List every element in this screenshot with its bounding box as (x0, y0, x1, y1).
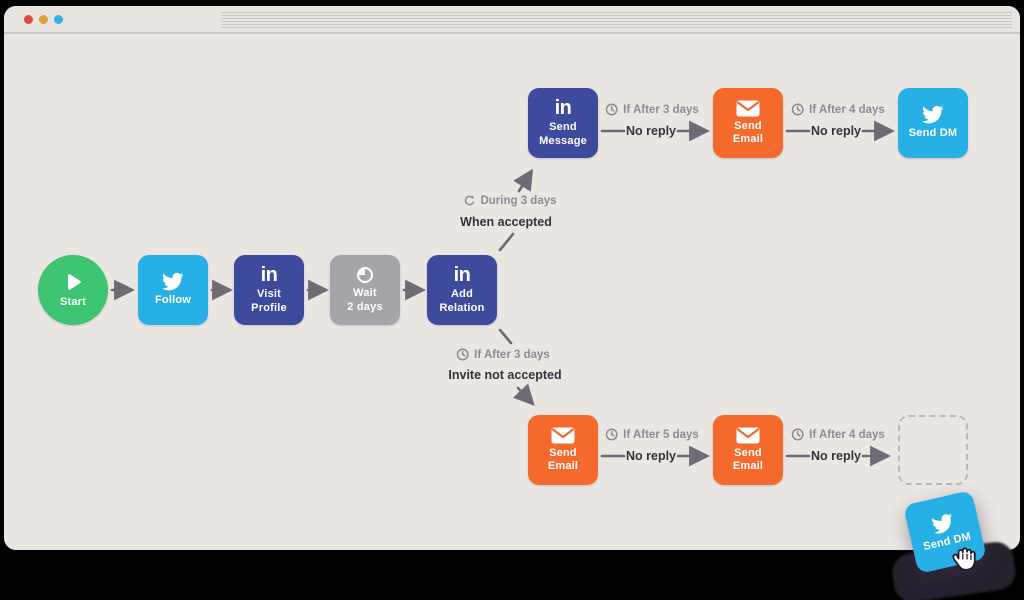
status-no-reply: No reply (625, 124, 677, 138)
condition-if-after-3-days-bottom: If After 3 days (456, 348, 550, 361)
condition-label: If After 4 days (809, 103, 885, 116)
grab-cursor-icon (948, 541, 982, 582)
condition-label: If After 3 days (623, 103, 699, 116)
condition-during-3-days: During 3 days (463, 195, 557, 207)
linkedin-icon: in (453, 264, 471, 287)
close-window-icon[interactable] (24, 15, 33, 24)
clock-icon (605, 103, 618, 116)
status-no-reply: No reply (810, 124, 862, 138)
twitter-icon (922, 106, 944, 124)
titlebar-pinstripes-decoration (222, 12, 1012, 29)
status-no-reply: No reply (810, 449, 862, 463)
add-relation-node[interactable]: in Add Relation (427, 255, 497, 325)
minimize-window-icon[interactable] (39, 15, 48, 24)
send-dm-card-dragging[interactable]: Send DM (903, 490, 987, 574)
node-label: Send Email (732, 446, 764, 472)
repeat-icon (464, 195, 475, 206)
send-dm-node-top[interactable]: Send DM (898, 88, 968, 158)
follow-node[interactable]: Follow (138, 255, 208, 325)
condition-if-after-4-days-bottom: If After 4 days (791, 428, 885, 441)
node-label: Send Message (539, 121, 587, 147)
condition-label: If After 4 days (809, 428, 885, 441)
send-email-node-top[interactable]: Send Email (713, 88, 783, 158)
window-titlebar (4, 6, 1020, 34)
status-no-reply: No reply (625, 449, 677, 463)
linkedin-icon: in (554, 97, 572, 120)
branch-title-invite-not-accepted: Invite not accepted (448, 368, 562, 382)
node-label: Send Email (732, 119, 764, 145)
send-email-node-bottom-2[interactable]: Send Email (713, 415, 783, 485)
visit-profile-node[interactable]: in Visit Profile (234, 255, 304, 325)
start-node[interactable]: Start (38, 255, 108, 325)
node-label: Wait 2 days (347, 287, 383, 313)
linkedin-icon: in (260, 264, 278, 287)
condition-label: During 3 days (480, 195, 557, 207)
branch-title-when-accepted: When accepted (460, 215, 552, 229)
twitter-icon (931, 513, 952, 534)
expand-window-icon[interactable] (54, 15, 63, 24)
node-label: Visit Profile (251, 288, 287, 314)
node-label: Start (59, 295, 87, 308)
send-email-node-bottom-1[interactable]: Send Email (528, 415, 598, 485)
traffic-lights (24, 15, 63, 24)
clock-icon (791, 428, 804, 441)
wait-node[interactable]: Wait 2 days (330, 255, 400, 325)
condition-if-after-3-days: If After 3 days (605, 103, 699, 116)
condition-if-after-5-days: If After 5 days (605, 428, 699, 441)
envelope-icon (551, 427, 575, 444)
node-label: Add Relation (439, 288, 485, 314)
envelope-icon (736, 427, 760, 444)
node-label: Follow (154, 294, 192, 307)
clock-icon (456, 348, 469, 361)
envelope-icon (736, 100, 760, 117)
condition-label: If After 5 days (623, 428, 699, 441)
timer-icon (357, 267, 373, 284)
twitter-icon (162, 273, 184, 291)
condition-if-after-4-days: If After 4 days (791, 103, 885, 116)
condition-label: If After 3 days (474, 348, 550, 361)
node-label: Send Email (547, 446, 579, 472)
play-icon (67, 274, 81, 290)
send-message-node[interactable]: in Send Message (528, 88, 598, 158)
clock-icon (791, 103, 804, 116)
clock-icon (605, 428, 618, 441)
drop-target-placeholder[interactable] (898, 415, 968, 485)
node-label: Send DM (908, 127, 958, 140)
